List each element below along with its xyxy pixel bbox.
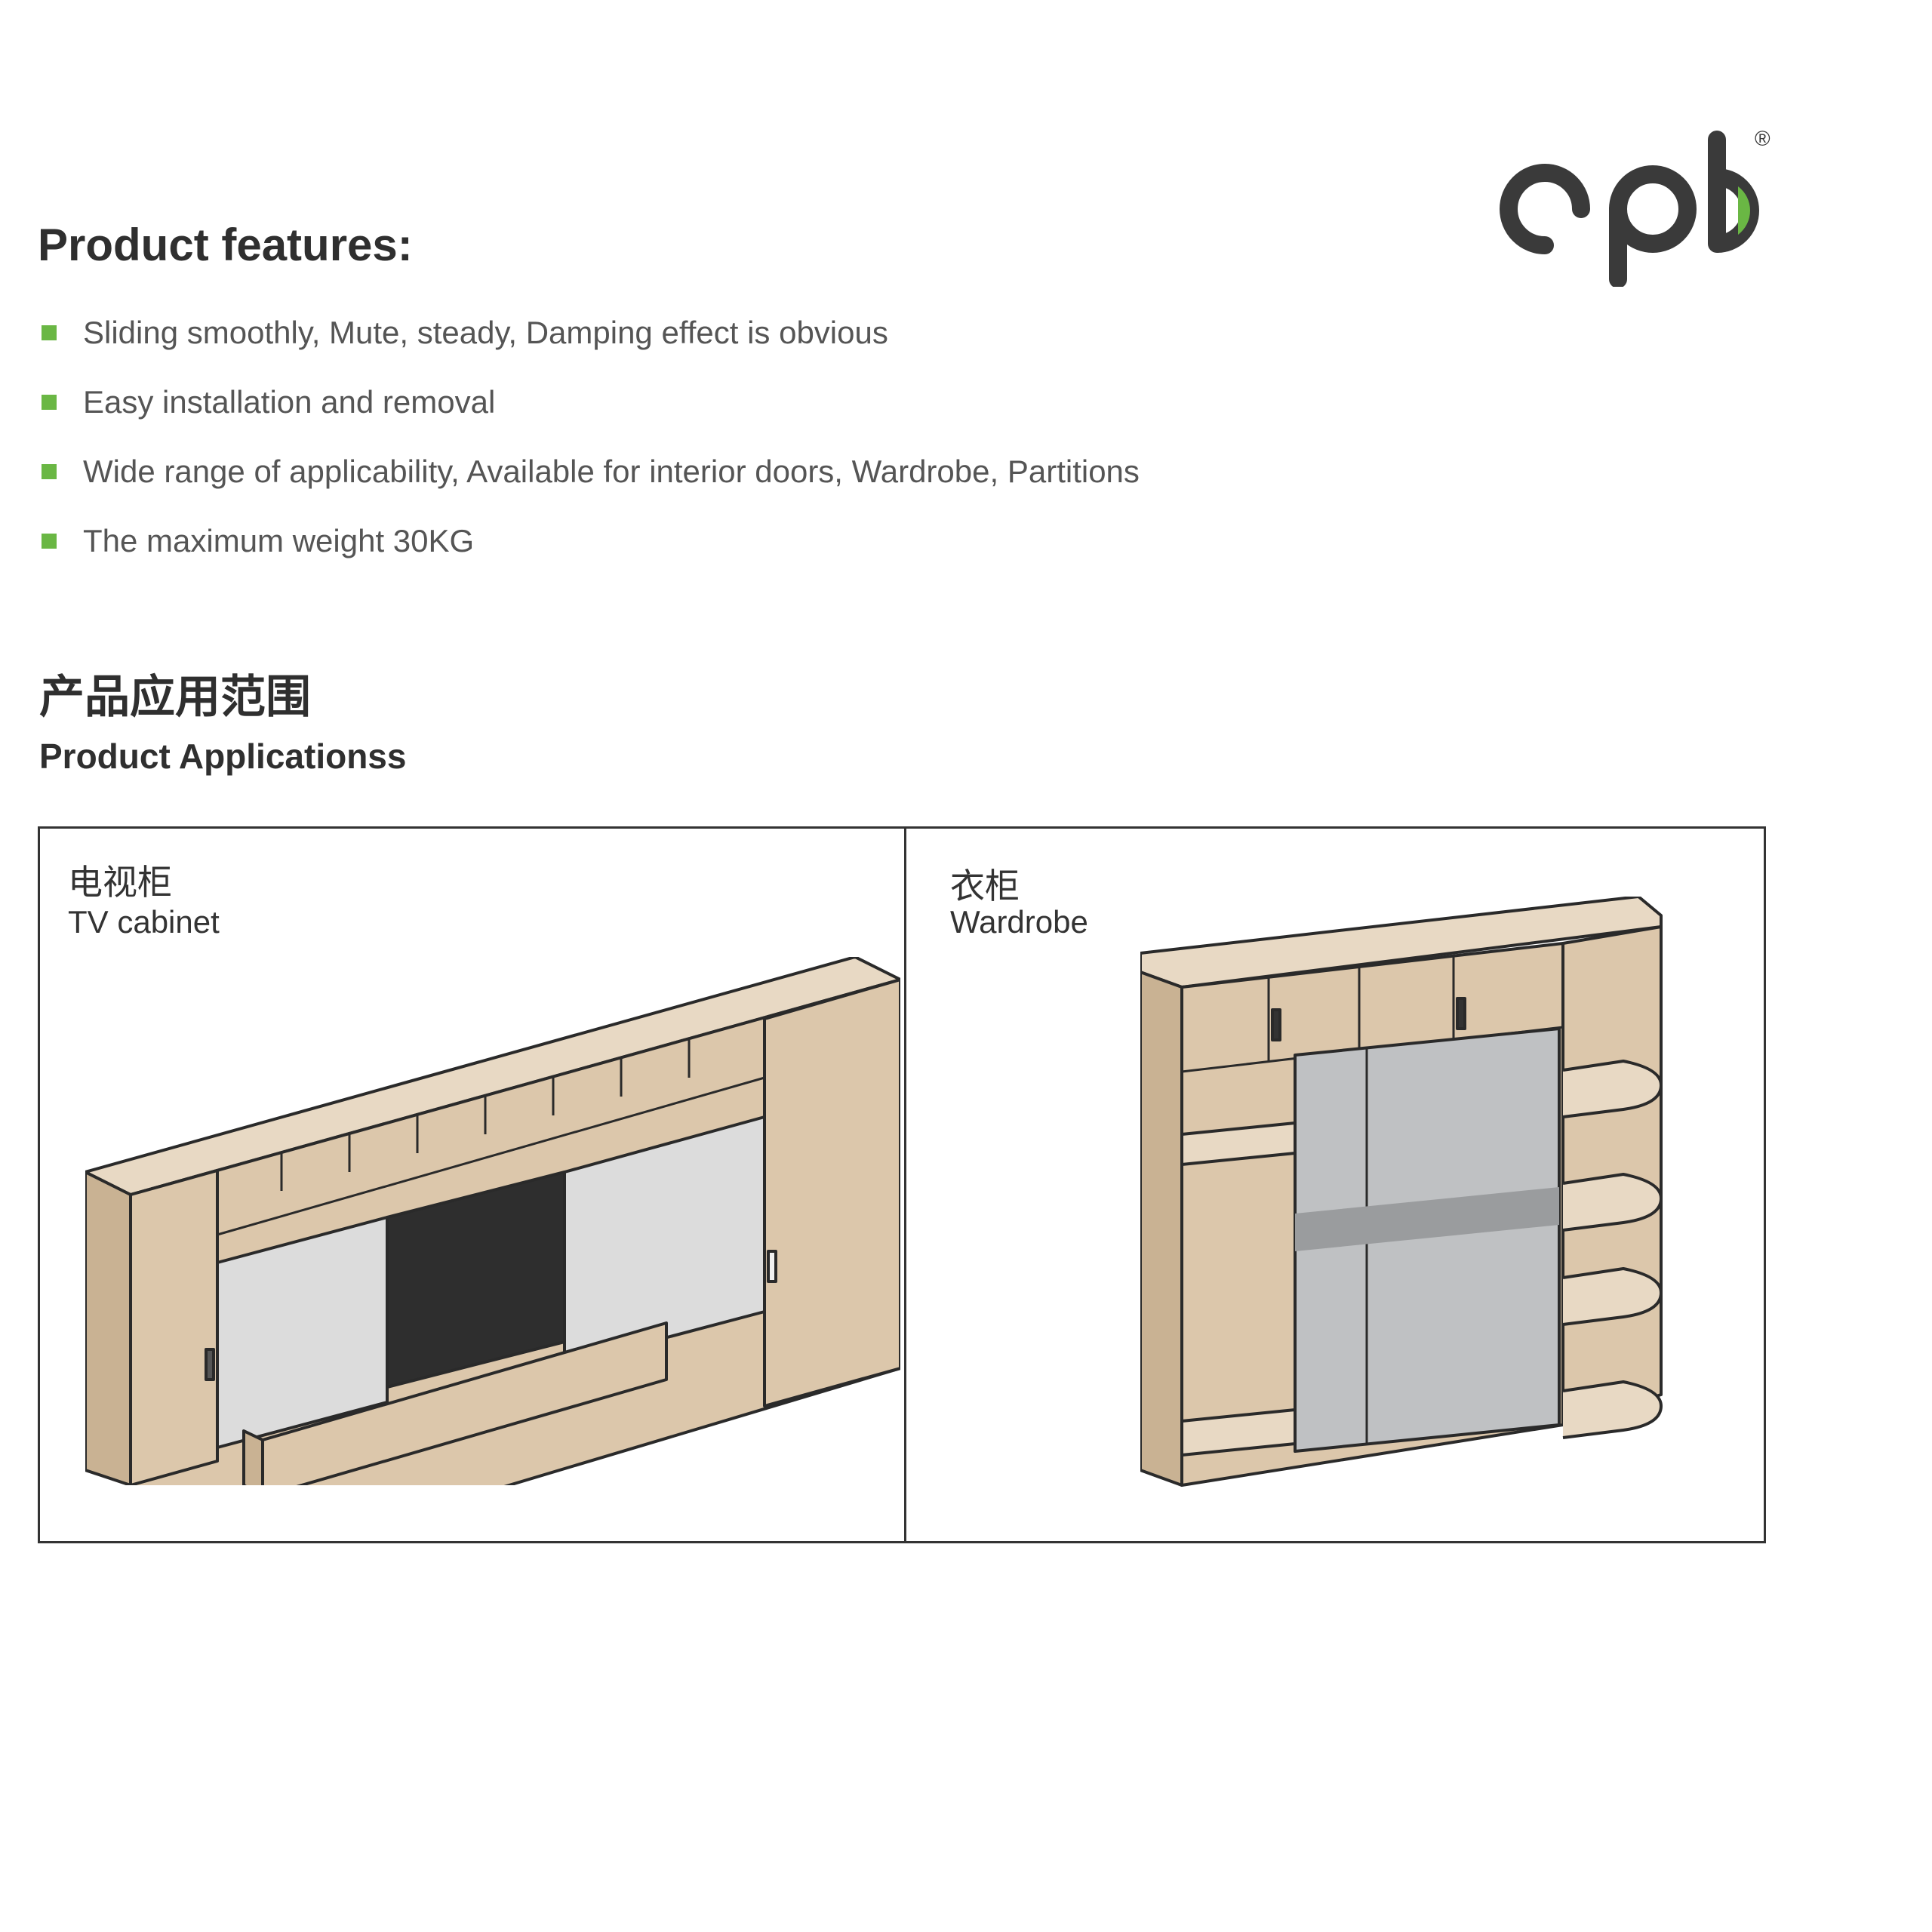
applications-title-cn: 产品应用范围 bbox=[39, 671, 311, 724]
wardrobe-label-cn: 衣柜 bbox=[950, 866, 1020, 906]
bullet-square-icon bbox=[42, 325, 57, 340]
tv-cabinet-label-en: TV cabinet bbox=[68, 904, 220, 940]
applications-panel: 电视柜 TV cabinet bbox=[38, 826, 1766, 1543]
features-list: Sliding smoothly, Mute, steady, Damping … bbox=[42, 298, 1140, 576]
registered-mark: ® bbox=[1755, 127, 1770, 150]
wardrobe-illustration bbox=[1140, 897, 1663, 1487]
bullet-square-icon bbox=[42, 534, 57, 549]
applications-title-en: Product Applicationss bbox=[39, 737, 407, 776]
feature-item: Wide range of applicability, Available f… bbox=[42, 437, 1140, 506]
tv-cabinet-panel: 电视柜 TV cabinet bbox=[40, 829, 904, 1541]
wardrobe-panel: 衣柜 Wardrobe bbox=[906, 829, 1764, 1541]
tv-cabinet-label-cn: 电视柜 bbox=[68, 862, 172, 903]
wardrobe-label-en: Wardrobe bbox=[950, 904, 1088, 940]
bullet-square-icon bbox=[42, 395, 57, 410]
panel-divider bbox=[904, 829, 906, 1541]
features-title: Product features: bbox=[38, 220, 413, 270]
tv-cabinet-illustration bbox=[85, 957, 900, 1485]
opk-logo: ® bbox=[1500, 127, 1770, 287]
feature-item: The maximum weight 30KG bbox=[42, 506, 1140, 576]
bullet-square-icon bbox=[42, 464, 57, 479]
feature-item: Sliding smoothly, Mute, steady, Damping … bbox=[42, 298, 1140, 368]
feature-item: Easy installation and removal bbox=[42, 368, 1140, 437]
